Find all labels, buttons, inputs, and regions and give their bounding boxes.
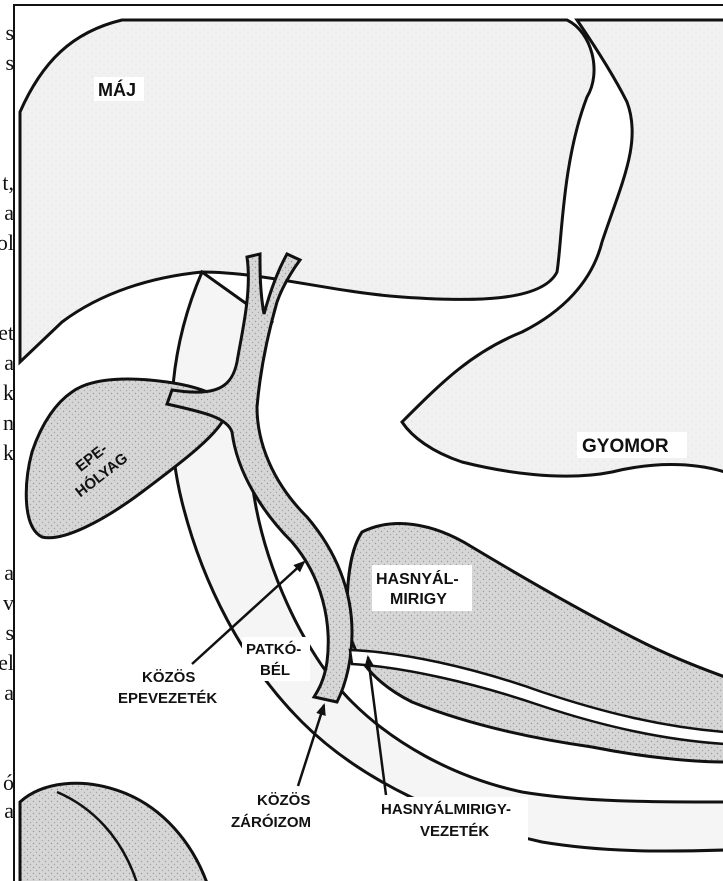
pancreatic-duct-label-line2: VEZETÉK bbox=[420, 823, 489, 840]
side-text-fragment: ol bbox=[0, 232, 14, 254]
pancreas-label-line2: MIRIGY bbox=[390, 591, 447, 608]
common-bile-duct-label-line2: EPEVEZETÉK bbox=[118, 690, 217, 707]
sphincter-label-line2: ZÁRÓIZOM bbox=[231, 813, 311, 831]
side-text-fragment: el bbox=[0, 652, 14, 674]
side-text-strip: s s t, a ol et a k n k a v s el a ó a bbox=[0, 0, 14, 881]
anatomy-drawing: MÁJ GYOMOR EPE- HÓLYAG HASNYÁL- MIRIGY P… bbox=[15, 6, 723, 881]
liver-shape bbox=[20, 20, 594, 362]
lower-organ-shape bbox=[20, 783, 207, 881]
liver-label: MÁJ bbox=[98, 79, 136, 100]
sphincter-label-line1: KÖZÖS bbox=[257, 792, 310, 809]
duodenum-label-line2: BÉL bbox=[260, 662, 290, 679]
pancreas-label-line1: HASNYÁL- bbox=[376, 569, 459, 588]
stomach-label: GYOMOR bbox=[582, 436, 669, 457]
duodenum-label-line1: PATKÓ- bbox=[246, 640, 301, 658]
anatomy-figure: MÁJ GYOMOR EPE- HÓLYAG HASNYÁL- MIRIGY P… bbox=[13, 4, 723, 881]
common-bile-duct-label-line1: KÖZÖS bbox=[142, 669, 195, 686]
pancreatic-duct-label-line1: HASNYÁLMIRIGY- bbox=[381, 801, 511, 818]
side-text-fragment: et bbox=[0, 322, 14, 344]
